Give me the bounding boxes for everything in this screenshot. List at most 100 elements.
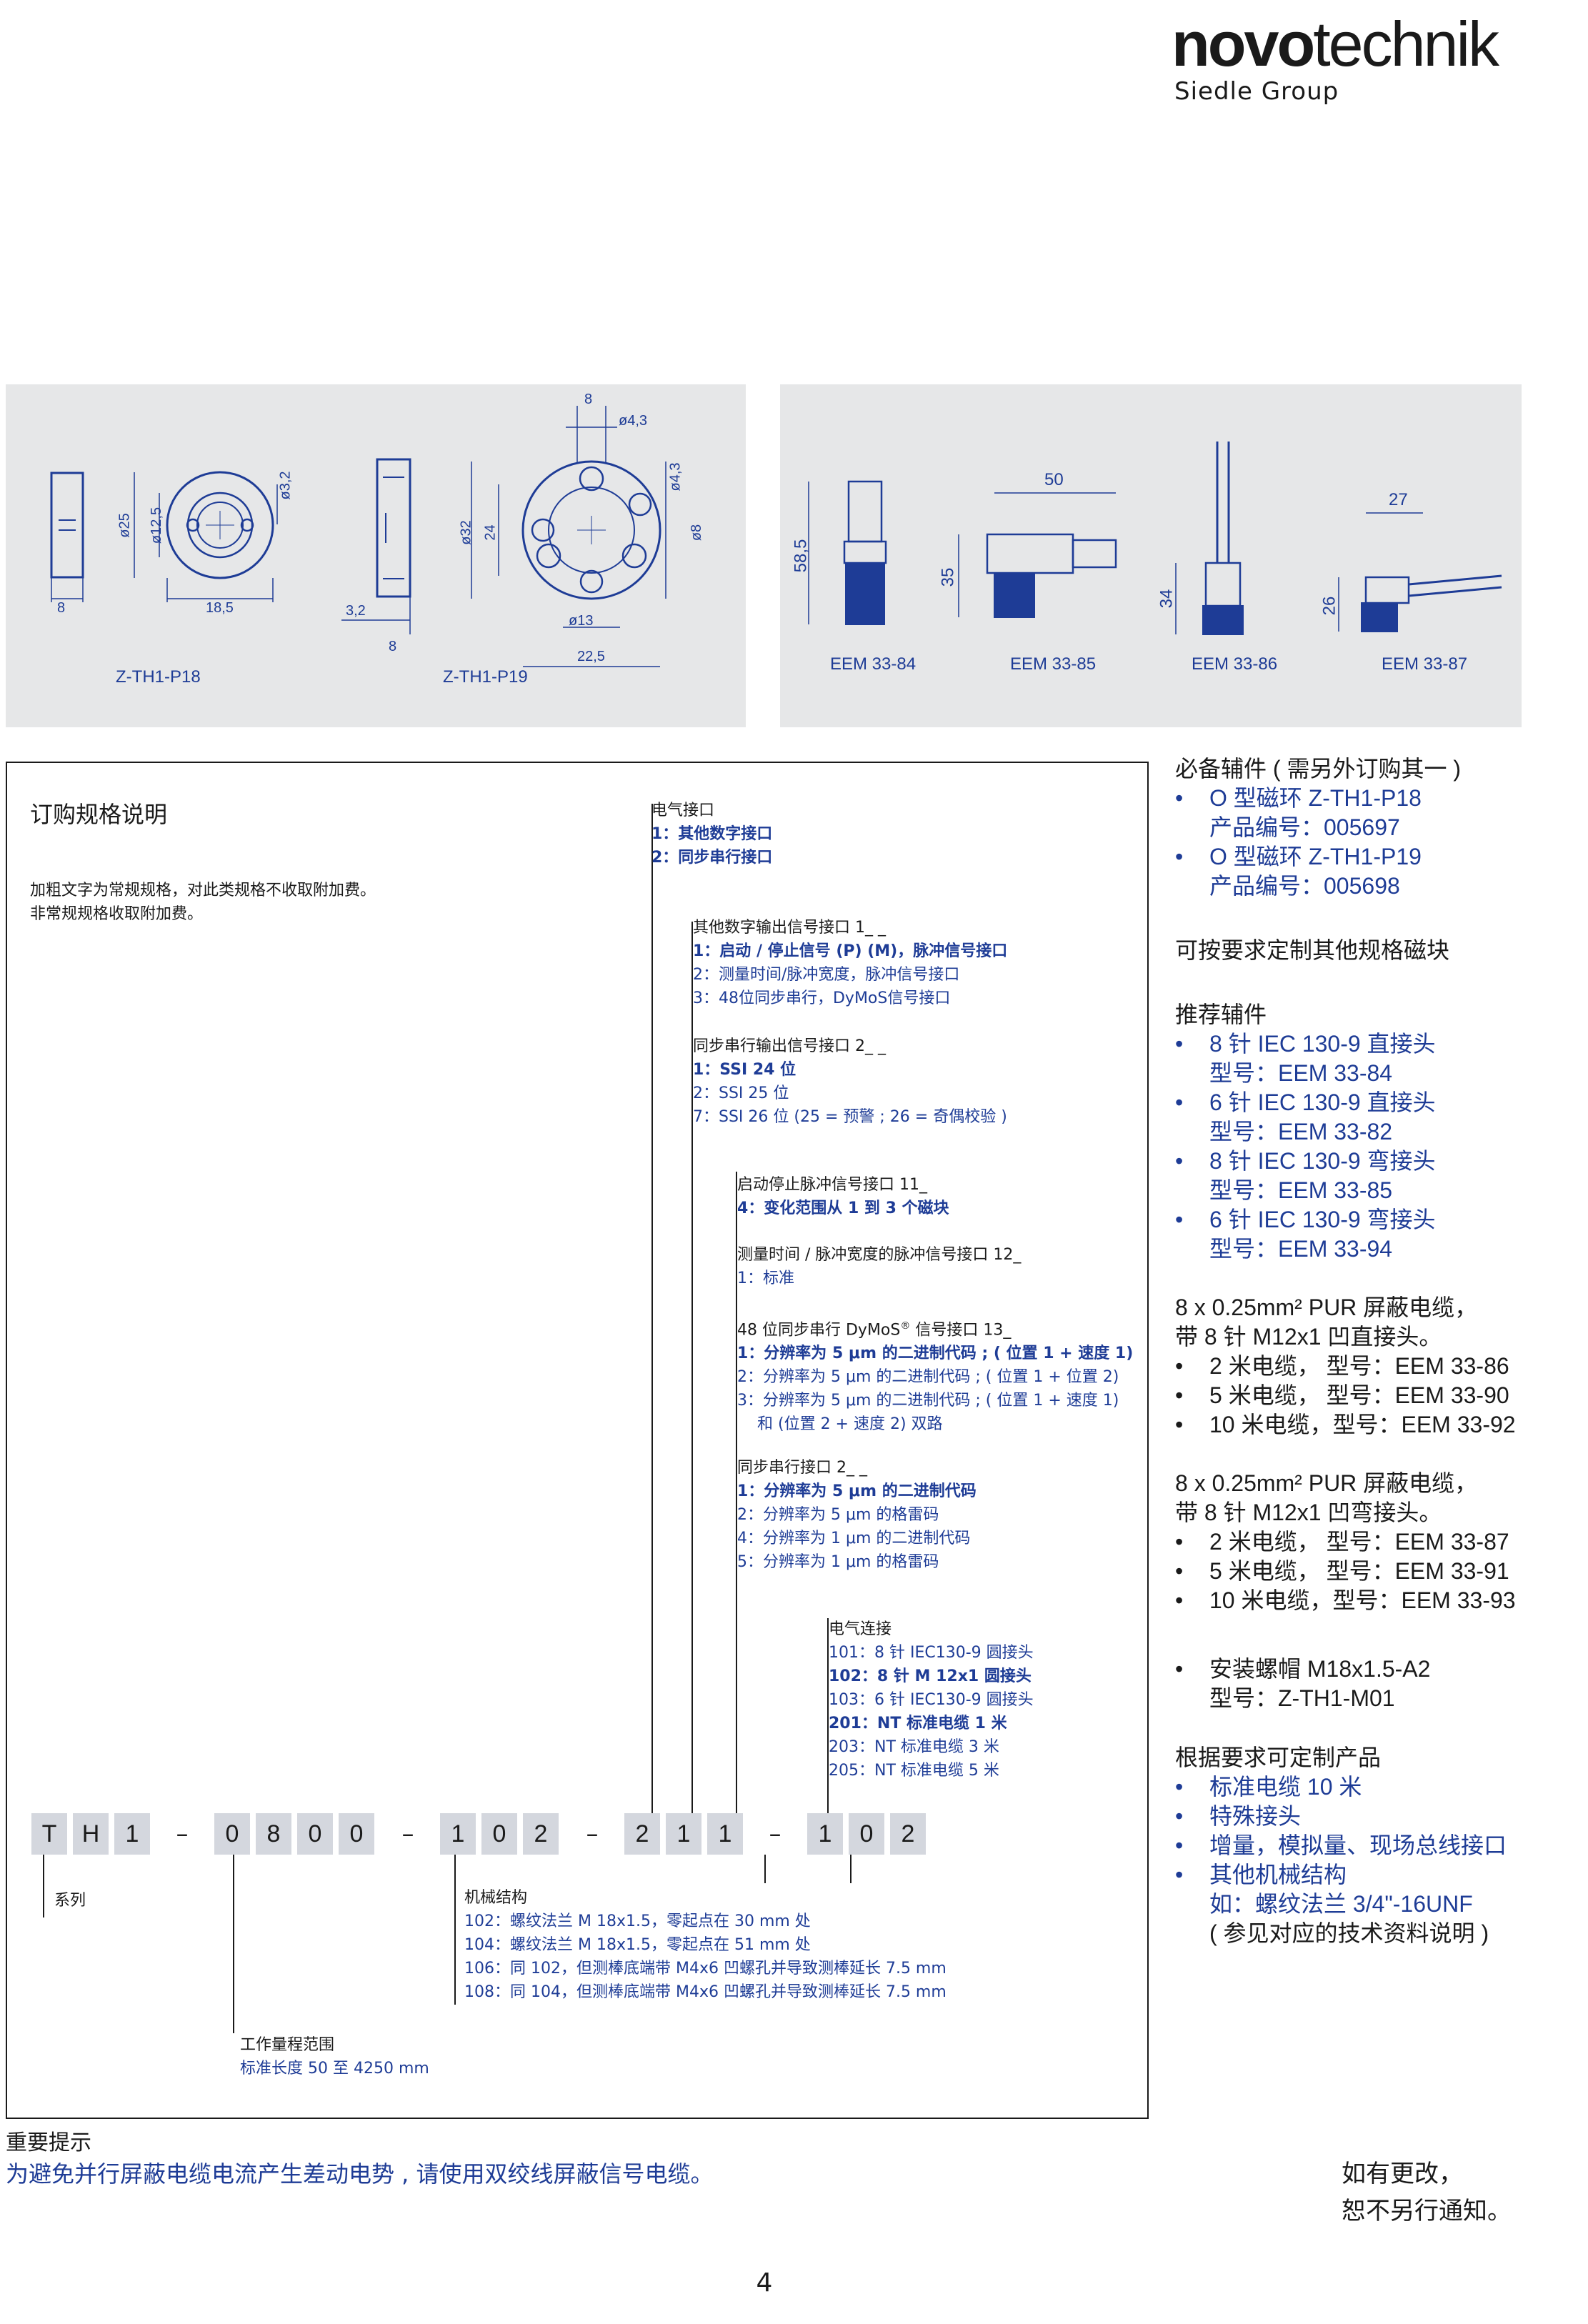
bullet-icon: • (1175, 844, 1184, 869)
cable-straight-block: 8 x 0.25mm² PUR 屏蔽电缆， 带 8 针 M12x1 凹直接头。 … (1175, 1293, 1516, 1440)
cable1-opt-1: 2 米电缆， 型号：EEM 33-86 (1209, 1353, 1509, 1379)
code-char: H (73, 1813, 109, 1855)
elec-iface-opt-2: 2：同步串行接口 (651, 849, 773, 867)
dim-8-b: 8 (389, 639, 397, 654)
meas-time-title: 测量时间 / 脉冲宽度的脉冲信号接口 12_ (737, 1246, 1022, 1264)
code-dash: – (176, 1820, 189, 1848)
tree-line-mech (454, 1855, 456, 2005)
mech-opt-104: 104：螺纹法兰 M 18x1.5，零起点在 51 mm 处 (464, 1936, 811, 1954)
nut-item-no: 型号：Z-TH1-M01 (1209, 1685, 1395, 1711)
tree-line-elec-conn (827, 1618, 829, 1813)
sync-iface-title: 同步串行接口 2_ _ (737, 1459, 867, 1477)
sync-iface-block: 同步串行接口 2_ _ 1：分辨率为 5 μm 的二进制代码 2：分辨率为 5 … (737, 1456, 977, 1574)
label-z-th1-p18: Z-TH1-P18 (116, 667, 201, 687)
range-block: 工作量程范围 标准长度 50 至 4250 mm (240, 2033, 429, 2080)
meas-time-opt-1: 1：标准 (737, 1270, 794, 1287)
sync-out-opt-2: 2：SSI 25 位 (693, 1084, 789, 1102)
custom-item-3: 增量，模拟量、现场总线接口 (1209, 1832, 1507, 1858)
bullet-icon: • (1175, 1031, 1184, 1057)
rec-item-1-no: 型号：EEM 33-84 (1209, 1060, 1393, 1086)
code-char: 1 (807, 1813, 843, 1855)
rec-item-2: 6 针 IEC 130-9 直接头 (1209, 1089, 1436, 1115)
req-item-2: O 型磁环 Z-TH1-P19 (1209, 844, 1422, 869)
sync-out-block: 同步串行输出信号接口 2_ _ 1：SSI 24 位 2：SSI 25 位 7：… (693, 1034, 1007, 1129)
label-eem-33-84: EEM 33-84 (830, 654, 917, 674)
dim-d4-3-top: ø4,3 (619, 413, 648, 429)
other-digital-opt-2: 2：测量时间/脉冲宽度，脉冲信号接口 (693, 966, 960, 984)
important-note-text: 为避免并行屏蔽电缆电流产生差动电势 , 请使用双绞线屏蔽信号电缆。 (6, 2160, 714, 2188)
dim-27: 27 (1389, 490, 1408, 509)
other-digital-opt-3: 3：48位同步串行，DyMoS信号接口 (693, 989, 951, 1007)
dim-34: 34 (1157, 589, 1177, 609)
cable2-line-b: 带 8 针 M12x1 凹弯接头。 (1175, 1500, 1442, 1525)
required-accessories: 必备辅件 ( 需另外订购其一 ) •O 型磁环 Z-TH1-P18 产品编号：0… (1175, 754, 1461, 901)
rec-item-4: 6 针 IEC 130-9 弯接头 (1209, 1207, 1436, 1232)
order-note-1: 加粗文字为常规规格，对此类规格不收取附加费。 (30, 882, 376, 899)
code-char: 0 (339, 1813, 374, 1855)
code-dash: – (769, 1820, 781, 1848)
range-title: 工作量程范围 (240, 2036, 335, 2054)
order-notes: 加粗文字为常规规格，对此类规格不收取附加费。 非常规规格收取附加费。 (30, 879, 376, 926)
dymos-opt-2: 2：分辨率为 5 μm 的二进制代码 ; ( 位置 1 + 位置 2) (737, 1368, 1119, 1387)
code-char: 2 (523, 1813, 559, 1855)
dim-d13: ø13 (569, 613, 594, 629)
code-dash: – (586, 1820, 599, 1848)
bullet-icon: • (1175, 1803, 1184, 1829)
code-char: 0 (481, 1813, 517, 1855)
dim-d4-3-side: ø4,3 (667, 462, 684, 492)
start-stop-block: 启动停止脉冲信号接口 11_ 4：变化范围从 1 到 3 个磁块 (737, 1173, 949, 1220)
req-item-1: O 型磁环 Z-TH1-P18 (1209, 785, 1422, 811)
bullet-icon: • (1175, 1558, 1184, 1584)
bullet-icon: • (1175, 785, 1184, 811)
cable1-opt-2: 5 米电缆， 型号：EEM 33-90 (1209, 1382, 1509, 1408)
dim-d25: ø25 (116, 513, 133, 538)
important-note-title: 重要提示 (6, 2130, 91, 2155)
order-title: 订购规格说明 (30, 801, 168, 828)
code-char: 0 (849, 1813, 884, 1855)
elec-iface-opt-1: 1：其他数字接口 (651, 825, 773, 843)
cable1-line-a: 8 x 0.25mm² PUR 屏蔽电缆， (1175, 1295, 1478, 1320)
page-number: 4 (756, 2268, 773, 2298)
dymos-opt-3: 3：分辨率为 5 μm 的二进制代码 ; ( 位置 1 + 速度 1) (737, 1392, 1119, 1410)
tree-line-series (43, 1855, 44, 1917)
magnet-drawings (50, 406, 666, 667)
cable2-opt-3: 10 米电缆，型号：EEM 33-93 (1209, 1587, 1516, 1613)
other-digital-title: 其他数字输出信号接口 1_ _ (693, 919, 886, 937)
tree-line-range (233, 1855, 234, 2033)
custom-products-block: 根据要求可定制产品 •标准电缆 10 米 •特殊接头 •增量，模拟量、现场总线接… (1175, 1743, 1507, 1948)
sync-out-opt-3: 7：SSI 26 位 (25 = 预警 ; 26 = 奇偶校验 ) (693, 1108, 1007, 1126)
custom-item-2: 特殊接头 (1209, 1803, 1302, 1829)
start-stop-opt-1: 4：变化范围从 1 到 3 个磁块 (737, 1200, 949, 1217)
order-specification-box (6, 762, 1149, 2119)
dim-d8: ø8 (689, 524, 705, 542)
tree-line-code-2 (764, 1855, 766, 1883)
code-char: 2 (624, 1813, 660, 1855)
dymos-opt-3-cont: 和 (位置 2 + 速度 2) 双路 (757, 1415, 943, 1434)
nut-item: 安装螺帽 M18x1.5-A2 (1209, 1656, 1431, 1682)
code-char: 0 (214, 1813, 250, 1855)
logo-technik: technik (1313, 9, 1499, 79)
label-z-th1-p19: Z-TH1-P19 (443, 667, 528, 687)
bullet-icon: • (1175, 1587, 1184, 1613)
rec-item-3-no: 型号：EEM 33-85 (1209, 1177, 1393, 1203)
tree-line-pulse (736, 1172, 737, 1813)
label-eem-33-85: EEM 33-85 (1010, 654, 1097, 674)
change-notice-line-2: 恕不另行通知。 (1342, 2198, 1512, 2225)
rec-title: 推荐辅件 (1175, 1002, 1267, 1027)
p19-front-view (471, 406, 666, 667)
custom-item-1: 标准电缆 10 米 (1209, 1774, 1362, 1800)
dim-3-2: 3,2 (346, 603, 366, 619)
eem-33-84-drawing (808, 480, 887, 625)
elec-conn-opt-102: 102：8 针 M 12x1 圆接头 (829, 1667, 1032, 1685)
sync-iface-opt-3: 4：分辨率为 1 μm 的二进制代码 (737, 1530, 971, 1547)
tree-line-code-3 (850, 1855, 852, 1883)
dim-d32: ø32 (458, 520, 474, 545)
rec-item-1: 8 针 IEC 130-9 直接头 (1209, 1031, 1436, 1057)
elec-conn-opt-201: 201：NT 标准电缆 1 米 (829, 1715, 1007, 1732)
rec-item-2-no: 型号：EEM 33-82 (1209, 1119, 1393, 1144)
bullet-icon: • (1175, 1207, 1184, 1232)
mech-block: 机械结构 102：螺纹法兰 M 18x1.5，零起点在 30 mm 处 104：… (464, 1886, 947, 2004)
dymos-block: 48 位同步串行 DyMoS® 信号接口 13_ 1：分辨率为 5 μm 的二进… (737, 1315, 1133, 1436)
custom-item-4: 其他机械结构 (1209, 1862, 1347, 1887)
rec-item-4-no: 型号：EEM 33-94 (1209, 1236, 1393, 1262)
